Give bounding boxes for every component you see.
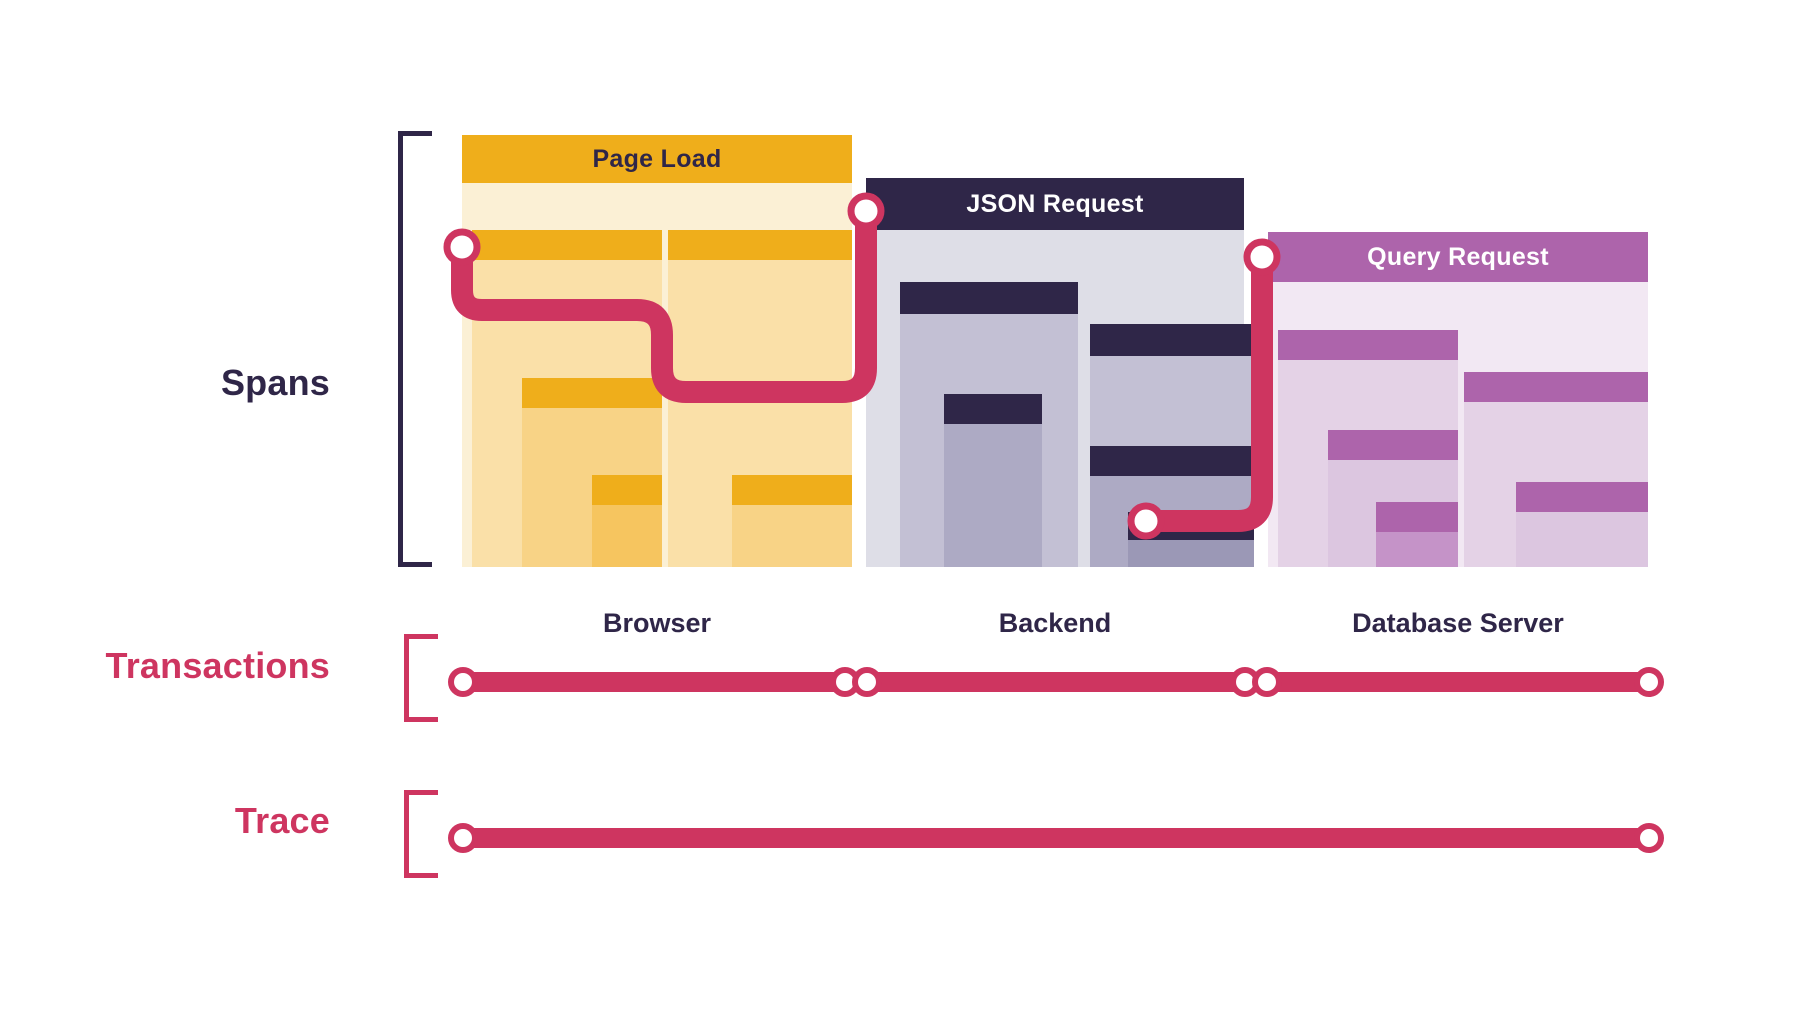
- transaction-segment-backend: [866, 672, 1244, 692]
- span-database-2-cap: [1328, 430, 1458, 460]
- span-database-5: [1516, 482, 1648, 567]
- span-backend-3-cap: [1090, 324, 1254, 356]
- transaction-node-database-end: [1634, 667, 1664, 697]
- service-group-backend: JSON Request: [866, 178, 1254, 567]
- transaction-node-browser-start: [448, 667, 478, 697]
- bracket-spans: [398, 131, 432, 567]
- span-browser-3: [592, 475, 662, 567]
- service-caption-database: Database Server: [1268, 608, 1648, 639]
- service-caption-backend: Backend: [866, 608, 1244, 639]
- row-label-trace: Trace: [234, 800, 330, 841]
- span-database-5-body: [1516, 512, 1648, 567]
- span-database-3-body: [1376, 532, 1458, 567]
- service-header-label-browser: Page Load: [592, 144, 722, 173]
- span-database-5-cap: [1516, 482, 1648, 512]
- service-caption-browser-text: Browser: [602, 608, 712, 638]
- span-database-3-cap: [1376, 502, 1458, 532]
- span-database-4-cap: [1464, 372, 1648, 402]
- row-label-transactions: Transactions: [105, 645, 330, 686]
- span-database-1-cap: [1278, 330, 1458, 360]
- span-backend-5-body: [1128, 540, 1254, 567]
- span-browser-3-cap: [592, 475, 662, 505]
- transaction-segment-browser: [462, 672, 844, 692]
- span-database-3: [1376, 502, 1458, 567]
- transaction-segment-database: [1266, 672, 1648, 692]
- span-backend-5-cap: [1128, 512, 1254, 540]
- service-caption-browser: Browser: [462, 608, 852, 639]
- span-backend-5: [1128, 512, 1254, 567]
- span-browser-2-cap: [522, 378, 662, 408]
- service-caption-database-text: Database Server: [1352, 608, 1564, 638]
- span-browser-5-body: [732, 505, 852, 567]
- service-header-label-backend: JSON Request: [966, 189, 1144, 218]
- trace-node-start: [448, 823, 478, 853]
- row-label-spans: Spans: [220, 362, 330, 403]
- span-backend-2-cap: [944, 394, 1042, 424]
- span-browser-4-cap: [668, 230, 852, 260]
- span-browser-5: [732, 475, 852, 567]
- span-backend-2-body: [944, 424, 1042, 567]
- bracket-transactions: [404, 634, 438, 722]
- span-backend-1-cap: [900, 282, 1078, 314]
- service-group-browser: Page Load: [462, 135, 852, 567]
- span-backend-4-cap: [1090, 446, 1254, 476]
- transaction-node-backend-start: [852, 667, 882, 697]
- span-backend-2: [944, 394, 1042, 567]
- span-browser-5-cap: [732, 475, 852, 505]
- span-browser-3-body: [592, 505, 662, 567]
- transaction-node-database-start: [1252, 667, 1282, 697]
- service-caption-backend-text: Backend: [998, 608, 1112, 638]
- bracket-trace: [404, 790, 438, 878]
- span-browser-1-cap: [472, 230, 662, 260]
- trace-segment: [462, 828, 1648, 848]
- service-header-database: Query Request: [1268, 232, 1648, 282]
- trace-node-end: [1634, 823, 1664, 853]
- service-header-browser: Page Load: [462, 135, 852, 183]
- service-header-backend: JSON Request: [866, 178, 1244, 230]
- service-group-database: Query Request: [1268, 232, 1648, 567]
- service-header-label-database: Query Request: [1367, 242, 1549, 271]
